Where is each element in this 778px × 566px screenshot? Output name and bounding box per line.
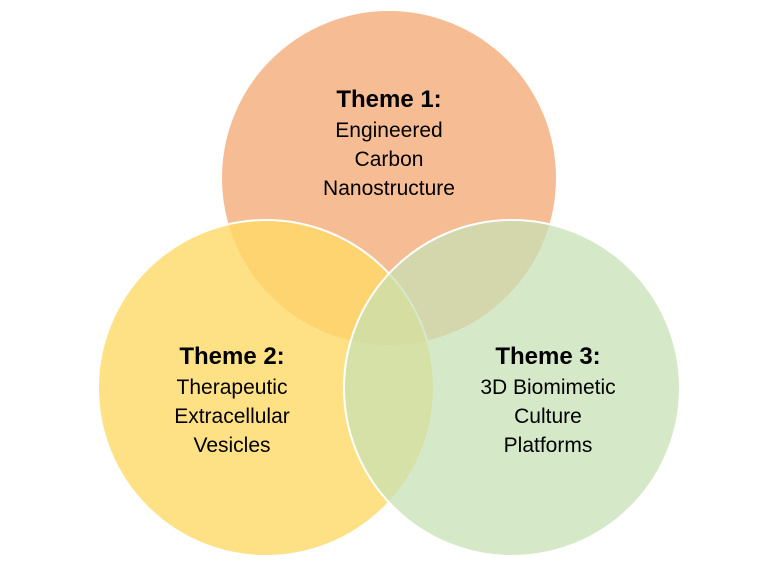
theme-1-line: Carbon: [354, 148, 424, 171]
theme-2-label: Theme 2: Therapeutic Extracellular Vesic…: [112, 341, 352, 460]
theme-3-line: Platforms: [503, 434, 593, 457]
theme-1-line: Nanostructure: [323, 177, 455, 200]
theme-2-line: Therapeutic: [176, 376, 288, 399]
theme-3-line: Culture: [514, 405, 582, 428]
theme-3-label: Theme 3: 3D Biomimetic Culture Platforms: [428, 341, 668, 460]
theme-2-line: Vesicles: [193, 434, 271, 457]
theme-2-title: Theme 2:: [179, 343, 285, 370]
circle-theme-3: [343, 219, 681, 557]
theme-2-line: Extracellular: [174, 405, 290, 428]
theme-3-line: 3D Biomimetic: [480, 376, 616, 399]
theme-1-title: Theme 1:: [336, 86, 442, 113]
theme-3-title: Theme 3:: [495, 343, 601, 370]
theme-1-line: Engineered: [335, 119, 443, 142]
theme-1-label: Theme 1: Engineered Carbon Nanostructure: [269, 84, 509, 203]
